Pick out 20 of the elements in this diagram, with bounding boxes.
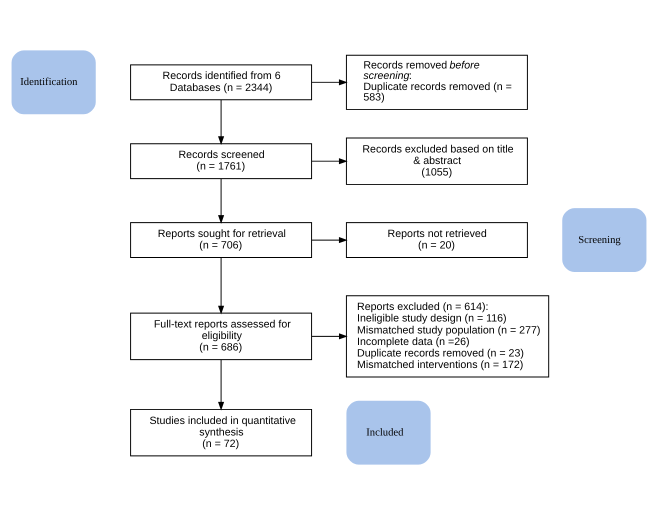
arrow [311, 78, 348, 85]
node-box: Identification [12, 50, 96, 114]
node-box: Full-text reports assessed for eligibility (n = 686) [130, 312, 312, 360]
arrow [218, 358, 224, 410]
node-box: Records removed before screening: Duplicate records removed (n = 583) [346, 54, 528, 110]
arrow [311, 332, 348, 339]
arrow [218, 178, 224, 224]
node-box: Included [346, 400, 431, 464]
node-box: Records excluded based on title & abstract (1055) [346, 136, 528, 184]
node-box: Records identified from 6 Databases (n = 2344) [130, 64, 312, 100]
arrow [218, 256, 224, 314]
node-box: Records screened (n = 1761) [130, 142, 312, 179]
node-box: Reports sought for retrieval (n = 706) [130, 222, 312, 258]
node-box: Reports excluded (n = 614): Ineligible study design (n = 116) Mismatched study population (n = 277) Incomplete data (n =26) Duplicate records removed (n = 23) Mismatched interventions (n = 172) [346, 294, 550, 377]
node-box: Screening [562, 208, 646, 272]
arrow [311, 236, 348, 243]
node-box: Studies included in quantitative synthesis (n = 72) [130, 408, 312, 456]
node-box: Reports not retrieved (n = 20) [346, 222, 528, 258]
arrow [311, 158, 348, 164]
arrow [218, 99, 224, 145]
